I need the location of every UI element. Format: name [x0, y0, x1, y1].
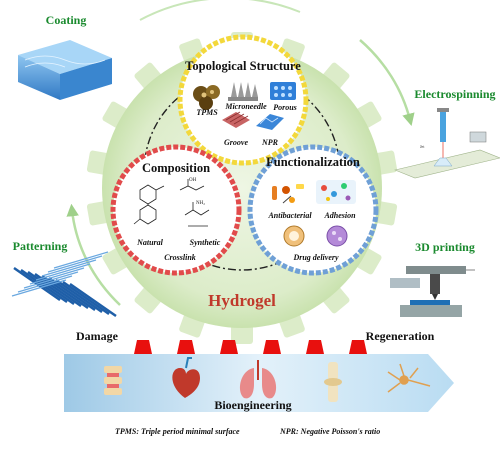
pattern-line: [41, 274, 89, 310]
topological-title: Topological Structure: [185, 59, 301, 73]
drug-delivery-label: Drug delivery: [292, 253, 339, 262]
damage-label: Damage: [76, 329, 119, 343]
adhesion-label: Adhesion: [323, 211, 356, 220]
pattern-line: [69, 282, 117, 318]
oh-group-label: OH: [189, 178, 197, 183]
spine-icon: [104, 366, 122, 395]
drug-delivery-icon: [283, 225, 348, 247]
neuron-icon: [387, 363, 431, 393]
pattern-line: [53, 251, 109, 269]
functionalization-title: Functionalization: [266, 155, 360, 169]
groove-label: Groove: [224, 138, 248, 147]
cycle-arrow-bottom-left: [66, 203, 121, 306]
footnote-npr: NPR: Negative Poisson's ratio: [279, 427, 380, 436]
microneedle-label: Microneedle: [224, 102, 267, 111]
natural-molecule-icon: [133, 184, 165, 225]
coating-label: Coating: [46, 13, 87, 27]
printer-3d-icon: [390, 266, 475, 317]
pattern-line: [34, 272, 82, 308]
3d-printing-label: 3D printing: [415, 240, 475, 254]
pattern-line: [35, 263, 91, 281]
connector-peg: [177, 340, 195, 354]
electrospinning-label: Electrospinning: [414, 87, 495, 101]
regeneration-label: Regeneration: [366, 329, 435, 343]
pattern-line: [62, 280, 110, 316]
connector-peg: [134, 340, 152, 354]
crosslink-label: Crosslink: [164, 253, 196, 262]
connector-pegs: [134, 340, 367, 354]
nh2-group-label: NH₂: [196, 201, 205, 206]
tpms-label: TPMS: [196, 108, 218, 117]
cycle-arrow-top-right: [359, 39, 415, 127]
antibacterial-icon: [272, 184, 304, 204]
functionalization-circle: Functionalization Antibacterial Adhesion: [247, 144, 379, 276]
bioengineering-band: Damage Regeneration Bioengineering: [64, 329, 454, 412]
porous-icon: [270, 82, 296, 100]
synthetic-label: Synthetic: [190, 238, 221, 247]
bioengineering-label: Bioengineering: [214, 398, 291, 412]
pattern-line: [23, 271, 79, 289]
electrospinning-setup-icon: Jet: [394, 108, 500, 179]
pattern-line: [11, 279, 67, 297]
hydrogel-title: Hydrogel: [208, 291, 276, 310]
cycle-arrow-top: [139, 0, 301, 21]
heart-icon: [172, 357, 200, 398]
adhesion-icon: [316, 180, 356, 204]
jet-annotation: Jet: [420, 144, 425, 149]
coating-slab-icon: [18, 40, 112, 100]
porous-label: Porous: [273, 103, 297, 112]
pattern-line: [17, 275, 73, 293]
topological-structure-circle: Topological Structure TPMS M: [177, 34, 309, 166]
natural-label: Natural: [136, 238, 164, 247]
patterning-label: Patterning: [13, 239, 68, 253]
groove-icon: [222, 111, 250, 128]
knee-icon: [324, 362, 342, 402]
connector-peg: [306, 340, 324, 354]
composition-title: Composition: [142, 161, 210, 175]
npr-label: NPR: [261, 138, 279, 147]
antibacterial-label: Antibacterial: [267, 211, 312, 220]
synthetic-molecule-icon: [179, 179, 210, 227]
composition-circle: Composition OH NH₂ Natural Synthetic Cro…: [110, 144, 242, 276]
pattern-line: [47, 255, 103, 273]
pattern-line: [29, 267, 85, 285]
connector-peg: [220, 340, 238, 354]
npr-icon: [256, 114, 284, 130]
microneedle-icon: [228, 82, 258, 101]
footnote-tpms: TPMS: Triple period minimal surface: [115, 427, 240, 436]
pattern-line: [55, 278, 103, 314]
connector-peg: [349, 340, 367, 354]
lungs-icon: [239, 360, 277, 399]
pattern-line: [41, 259, 97, 277]
connector-peg: [263, 340, 281, 354]
patterning-grid-icon: [11, 251, 117, 318]
pattern-line: [27, 270, 75, 306]
tpms-icon: [193, 85, 220, 110]
